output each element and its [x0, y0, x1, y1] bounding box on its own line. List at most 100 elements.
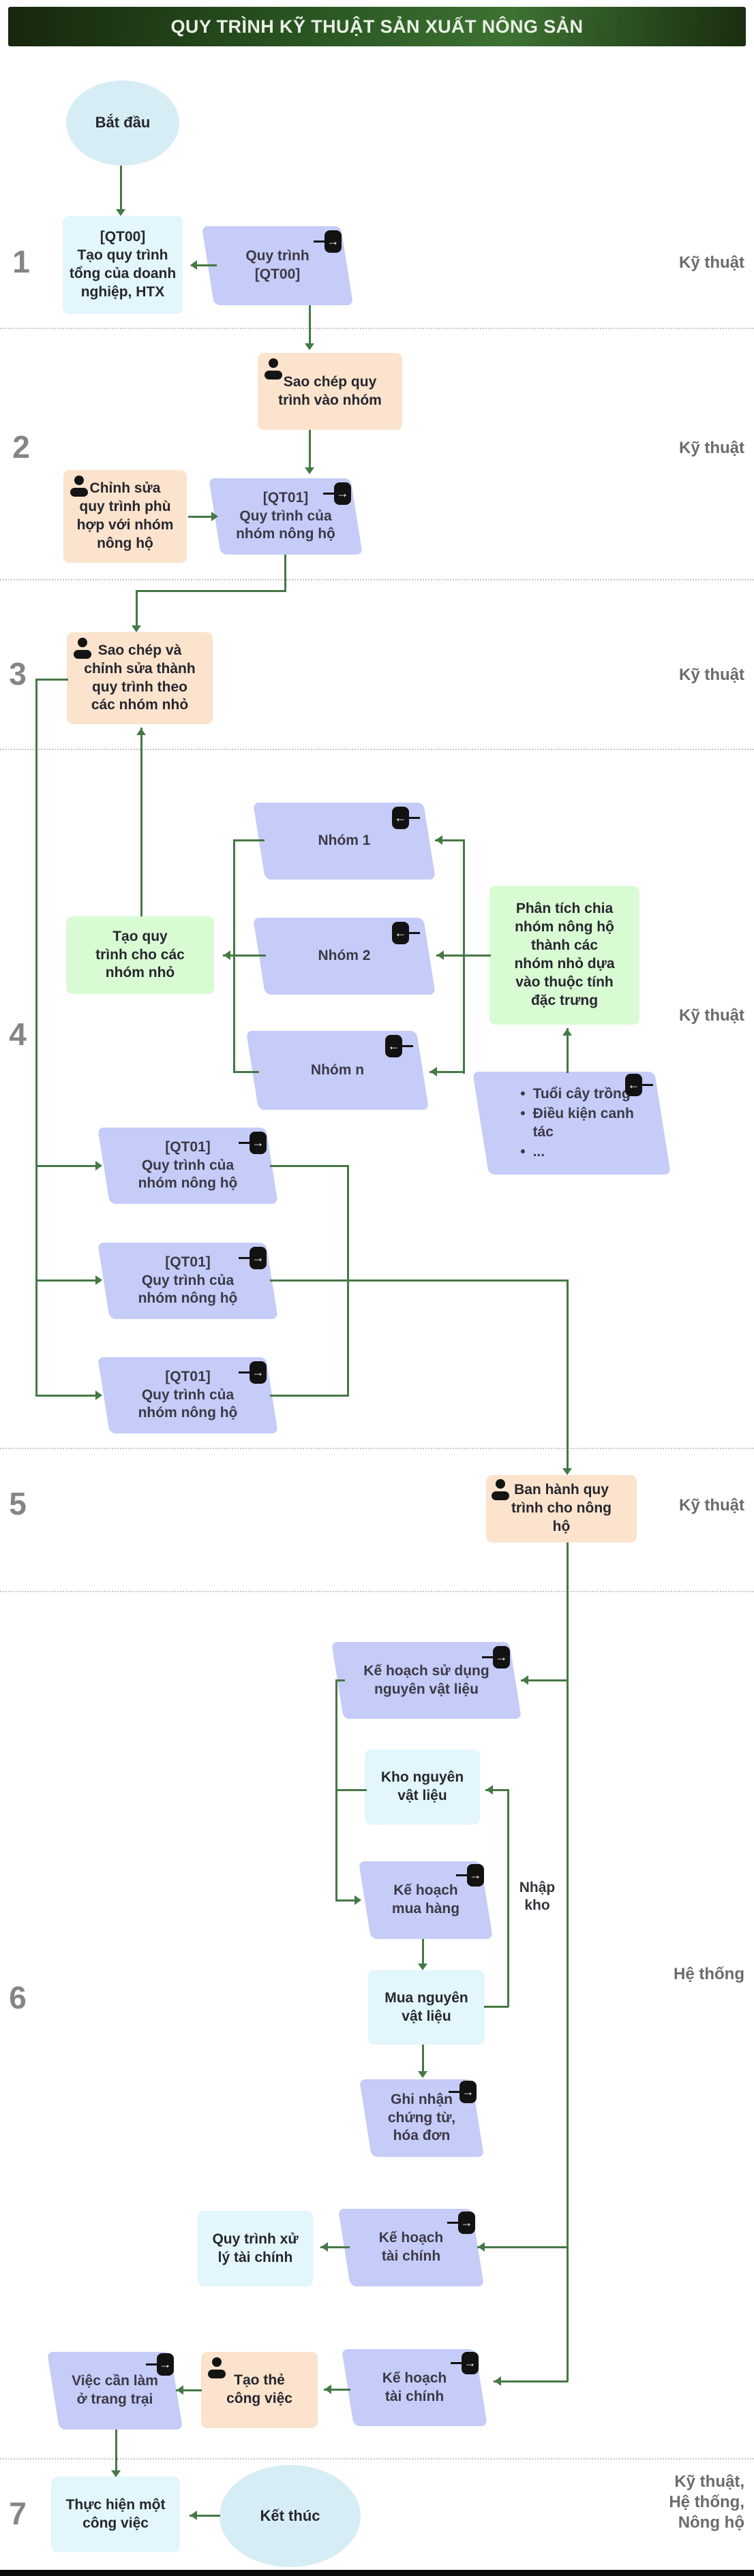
connector [309, 305, 311, 345]
node-copy-edit-subgroups: Sao chép và chỉnh sửa thành quy trình th… [67, 632, 213, 724]
lane-number-4: 4 [9, 1017, 27, 1052]
icon-tail [323, 493, 334, 495]
node-label: Kết thúc [260, 2507, 320, 2524]
node-label: Ghi nhận chứng từ, hóa đơn [387, 2091, 456, 2144]
export-icon: → [456, 1864, 484, 1887]
node-finance-plan-1: → Kế hoạch tài chính [337, 2209, 485, 2286]
node-finance-plan-2: → Kế hoạch tài chính [342, 2349, 487, 2426]
node-material-store: Kho nguyên vật liệu [365, 1750, 480, 1825]
node-label: Tạo quy trình cho các nhóm nhỏ [95, 928, 185, 981]
node-label: Kho nguyên vật liệu [380, 1769, 464, 1803]
connector [270, 1165, 349, 1167]
lane-number-1: 1 [12, 244, 30, 279]
connector [35, 679, 68, 681]
connector [485, 1789, 508, 1791]
document-shape [368, 1970, 485, 2045]
arrowhead [355, 1895, 366, 1905]
arrow-glyph: → [467, 1864, 484, 1887]
connector [567, 1542, 569, 2382]
bullet-icon: • [520, 1143, 526, 1160]
arrowhead [172, 2385, 183, 2395]
arrowhead [316, 2242, 328, 2252]
connector [567, 1279, 569, 1471]
lane-role-5: Kỹ thuật [679, 1496, 744, 1515]
node-label: Quy trình [QT00] [245, 248, 310, 282]
node-label: Nhóm 1 [318, 833, 371, 849]
connector [335, 1899, 356, 1902]
arrow-glyph: → [458, 2212, 475, 2234]
node-analyze-split: Phân tích chia nhóm nông hộ thành các nh… [489, 886, 639, 1025]
connector [494, 2380, 568, 2383]
arrow-glyph: → [462, 2352, 479, 2374]
connector [422, 2045, 424, 2074]
arrowhead [116, 209, 125, 221]
list-item: •Tuổi cây trồng [520, 1085, 630, 1103]
node-qt00-task: [QT00] Tạo quy trình tổng của doanh nghi… [63, 216, 183, 314]
document-shape [365, 1750, 480, 1825]
icon-tail [447, 2222, 458, 2224]
arrowhead [431, 835, 442, 845]
connector [270, 1279, 568, 1282]
node-label: Chỉnh sửa quy trình phù hợp với nhóm nôn… [76, 480, 174, 551]
arrowhead [562, 1468, 572, 1480]
arrowhead [95, 1391, 107, 1400]
connector [435, 839, 465, 841]
arrow-glyph: ← [625, 1074, 642, 1096]
node-record-invoices: → Ghi nhận chứng từ, hóa đơn [359, 2079, 485, 2157]
arrowhead [185, 260, 197, 270]
node-label: [QT01] Quy trình của nhóm nông hộ [138, 1138, 238, 1192]
arrowhead [305, 467, 314, 479]
node-label: Mua nguyên vật liệu [384, 1989, 468, 2024]
connector [567, 1028, 569, 1073]
lane-separator [0, 328, 754, 329]
connector [35, 1279, 97, 1282]
arrow-glyph: ← [392, 922, 409, 944]
node-label: Kế hoạch tài chính [378, 2230, 444, 2264]
lane-role-6: Hệ thống [674, 1965, 744, 1983]
connector [115, 2430, 117, 2473]
node-finance-process: Quy trình xử lý tài chính [198, 2211, 313, 2286]
node-edit-for-group: Chỉnh sửa quy trình phù hợp với nhóm nôn… [63, 470, 187, 563]
person-icon [70, 476, 88, 497]
node-label: Thực hiện một công việc [65, 2496, 166, 2531]
arrow-glyph: → [493, 1646, 510, 1669]
arrowhead [489, 2376, 501, 2386]
arrow-glyph: ← [392, 807, 409, 829]
arrowhead [185, 2511, 197, 2520]
arrowhead [95, 1161, 107, 1170]
connector [521, 1679, 568, 1681]
icon-tail [642, 1084, 653, 1086]
document-shape [51, 2477, 180, 2552]
connector [324, 2389, 350, 2391]
list-item: •... [520, 1143, 545, 1161]
node-buy-materials: Mua nguyên vật liệu [368, 1970, 485, 2045]
arrow-glyph: ← [385, 1035, 402, 1057]
export-icon: → [146, 2353, 174, 2376]
lane-separator [0, 1448, 754, 1449]
export-icon: → [449, 2081, 477, 2103]
connector [335, 1679, 345, 1681]
attribute-list: •Tuổi cây trồng •Điều kiện canh tác •... [509, 1085, 634, 1161]
connector [335, 1789, 367, 1791]
node-attributes-list: ← •Tuổi cây trồng •Điều kiện canh tác •.… [472, 1072, 671, 1175]
node-label: [QT00] Tạo quy trình tổng của doanh nghi… [69, 229, 177, 300]
arrowhead [418, 2071, 427, 2083]
connector [191, 264, 217, 266]
icon-tail [449, 2091, 459, 2093]
connector [136, 590, 286, 592]
node-label: Ban hành quy trình cho nông hộ [511, 1482, 612, 1534]
export-icon: → [314, 230, 342, 253]
arrow-glyph: → [334, 482, 351, 505]
connector [35, 1395, 97, 1397]
icon-tail [402, 1045, 413, 1047]
arrowhead [425, 1067, 437, 1076]
bullet-icon: • [520, 1106, 526, 1122]
arrow-glyph: → [250, 1132, 267, 1154]
connector [136, 590, 138, 627]
node-qt01-out-3: → [QT01] Quy trình của nhóm nông hộ [97, 1357, 278, 1433]
node-farm-tasks: → Việc cần làm ở trang trại [46, 2352, 183, 2430]
node-do-task: Thực hiện một công việc [51, 2477, 180, 2552]
analysis-shape [489, 886, 639, 1025]
lane-separator [0, 2458, 754, 2459]
icon-tail [456, 1874, 467, 1876]
